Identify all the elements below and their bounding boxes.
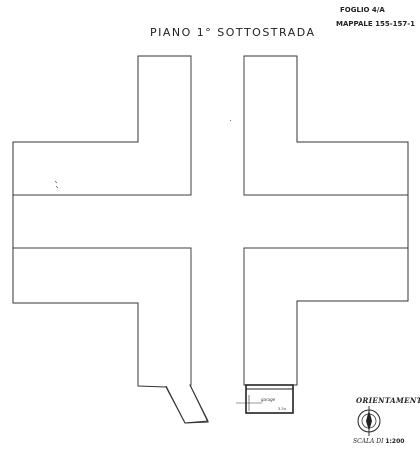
parcel-number-label: MAPPALE 155-157-1 xyxy=(336,20,416,28)
orientation-label: ORIENTAMENTO xyxy=(356,396,420,405)
corridor-lines xyxy=(13,56,408,385)
scale-value: 1:200 xyxy=(385,438,405,445)
north-arrow-icon xyxy=(357,406,381,436)
garage-dimension: 3.3× xyxy=(278,407,287,411)
access-ramp xyxy=(165,384,209,424)
plan-wall-lines xyxy=(12,55,409,386)
garage-label: garage xyxy=(261,397,276,402)
scale-label: SCALA DI 1:200 xyxy=(353,438,404,445)
garage-room xyxy=(236,384,294,414)
survey-marks xyxy=(54,119,232,189)
sheet-number-label: FOGLIO 4/A xyxy=(340,6,385,14)
plan-title: PIANO 1° SOTTOSTRADA xyxy=(150,26,316,39)
building-outline xyxy=(12,55,409,424)
scale-prefix: SCALA DI xyxy=(353,438,386,445)
